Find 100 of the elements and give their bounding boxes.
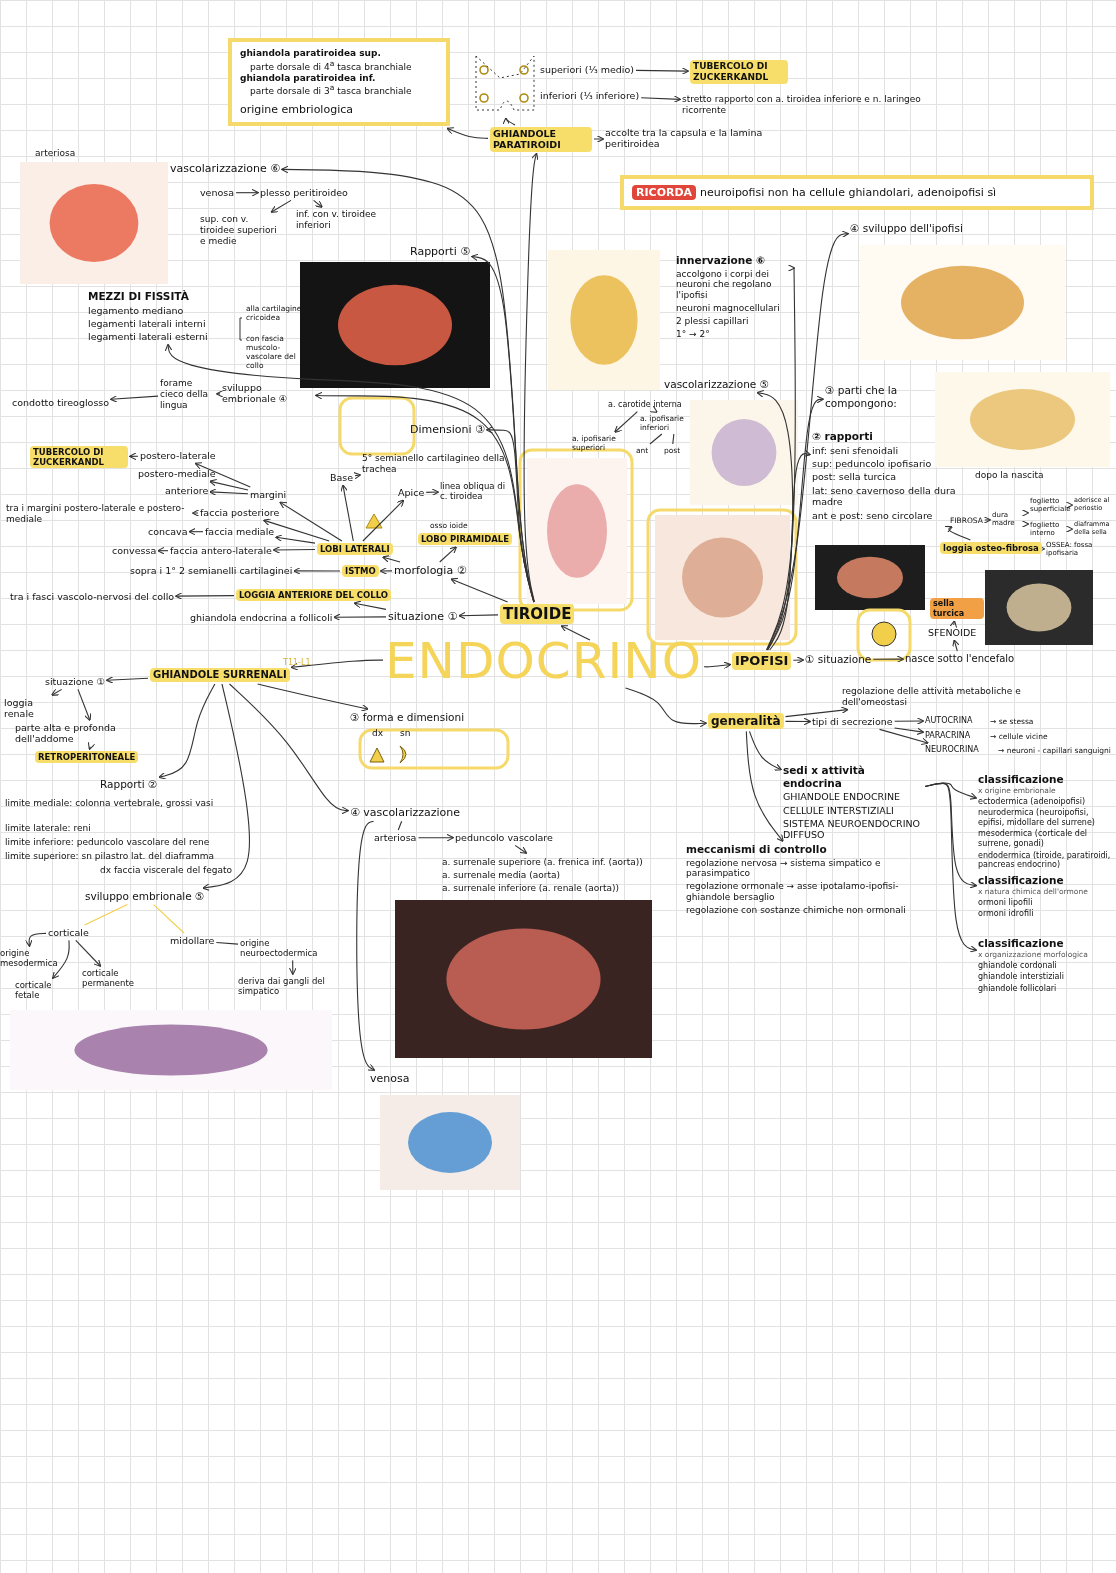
text-label: situazione ① <box>388 610 458 624</box>
arrow <box>353 472 362 480</box>
heading-label: classificazione <box>978 874 1065 887</box>
list-item: neuroni magnocellulari <box>676 303 781 314</box>
text-label: ③ forma e dimensioni <box>350 711 465 724</box>
arrow <box>290 659 384 671</box>
arrow <box>769 449 812 651</box>
text-label: stretto rapporto con a. tiroidea inferiore e n. laringeo ricorrente <box>682 94 944 116</box>
list-item: limite mediale: colonna vertebrale, grossi vasi <box>5 798 215 809</box>
list-item: CELLULE INTERSTIZIALI <box>783 804 895 816</box>
text-label: Rapporti ⑤ <box>410 245 471 259</box>
arrow <box>1066 526 1073 532</box>
highlighted-label: LOGGIA ANTERIORE DEL COLLO <box>236 589 391 602</box>
note-label: T11-L1 <box>283 658 312 668</box>
arrow <box>784 706 849 718</box>
arrow <box>766 266 798 651</box>
text-label: arteriosa <box>35 148 77 159</box>
arrow <box>362 499 405 542</box>
list-item: a. surrenale inferiore (a. renale (aorta)) <box>442 882 621 894</box>
arrow <box>417 833 455 842</box>
text-label: tipi di secrezione <box>812 716 893 728</box>
list-item: mesodermica (corticale del surrene, gonadi) <box>978 829 1089 849</box>
text-label: peduncolo vascolare <box>455 832 553 844</box>
arrow <box>523 152 539 603</box>
arrow <box>293 567 341 575</box>
arrow <box>229 683 350 815</box>
text-label: ④ sviluppo dell'ipofisi <box>850 222 963 235</box>
connector-line <box>215 941 239 945</box>
text-label: forame cieco della lingua <box>160 378 215 411</box>
arrow <box>87 741 96 751</box>
list-item: 2 plessi capillari <box>676 315 750 327</box>
arrow <box>270 199 292 213</box>
list-item: legamento mediano <box>88 304 185 316</box>
list-heading: ghiandola paratiroidea inf. <box>240 72 377 84</box>
text-label: arteriosa <box>374 832 417 844</box>
highlighted-label: TUBERCOLO DI ZUCKERKANDL <box>690 60 788 84</box>
arrow <box>703 661 732 670</box>
title-text: ENDOCRINO <box>385 636 702 686</box>
arrow <box>353 600 387 610</box>
arrow <box>313 199 323 208</box>
text-label: parte alta e profonda dell'addome <box>15 722 175 745</box>
arrow <box>340 484 354 542</box>
highlighted-label: IPOFISI <box>732 652 792 670</box>
highlighted-label: RICORDA <box>632 185 697 201</box>
connector-line <box>397 820 403 831</box>
arrow <box>51 939 70 980</box>
caption-label: dopo la nascita <box>975 470 1045 481</box>
text-label: situazione ① <box>45 676 105 688</box>
text-label: sn <box>400 728 412 739</box>
list-item: ghiandole interstiziali <box>978 972 1065 982</box>
text-label: linea obliqua di c. tiroidea <box>440 481 512 502</box>
arrow <box>792 656 805 664</box>
text-label: ③ parti che la compongono: <box>825 384 935 410</box>
arrow <box>560 625 591 641</box>
text-label: corticale fetale <box>15 980 70 1001</box>
arrow <box>215 390 224 398</box>
text-label: regolazione delle attività metaboliche e dell'omeostasi <box>842 686 1077 708</box>
connector-line <box>84 904 128 926</box>
text-label: corticale <box>48 927 89 939</box>
text-label: plesso peritiroideo <box>260 187 348 199</box>
highlighted-label: LOBO PIRAMIDALE <box>418 533 512 546</box>
text-label: tra i fasci vascolo-nervosi del collo <box>10 591 175 603</box>
text-label: margini <box>250 489 287 501</box>
highlighted-label: TUBERCOLO DI ZUCKERKANDL <box>30 446 128 469</box>
text-label: vascolarizzazione ⑤ <box>664 378 770 391</box>
list-item: limite laterale: reni <box>5 823 92 834</box>
arrow <box>257 683 369 712</box>
text-label: condotto tireoglosso <box>12 397 110 409</box>
text-label: vascolarizzazione ⑥ <box>170 162 281 176</box>
arrow <box>745 730 784 843</box>
arrow <box>191 509 200 517</box>
arrow <box>275 534 316 544</box>
arrow <box>872 655 905 663</box>
text-label: venosa <box>200 187 235 199</box>
heading-label: sedi x attività endocrina <box>783 764 866 790</box>
highlighted-label: GHIANDOLE SURRENALI <box>150 668 290 682</box>
highlighted-label: RETROPERITONEALE <box>35 751 139 764</box>
arrow <box>894 727 925 736</box>
list-item: ectodermica (adenoipofisi) <box>978 796 1087 807</box>
text-label: ① situazione <box>805 653 872 666</box>
text-label: concava <box>148 526 188 538</box>
arrow <box>209 479 249 491</box>
text-label: Rapporti ② <box>100 778 158 791</box>
list-item: neurodermica (neuroipofisi, epifisi, midollare del surrene) <box>978 808 1096 828</box>
highlighted-label: sella turcica <box>930 598 984 620</box>
list-item: SISTEMA NEUROENDOCRINO DIFFUSO <box>783 817 922 841</box>
text-label: venosa <box>370 1072 410 1086</box>
arrow <box>105 676 149 684</box>
highlighted-label: ISTMO <box>342 565 379 578</box>
arrow <box>514 844 528 854</box>
text-label: faccia mediale <box>205 526 275 538</box>
arrow <box>983 516 992 524</box>
list-item: sup: peduncolo ipofisario <box>812 458 933 470</box>
list-item: post: sella turcica <box>812 471 897 483</box>
arrow <box>1066 502 1073 508</box>
arrow <box>279 501 343 542</box>
arrow <box>188 527 204 536</box>
arrow <box>450 577 509 603</box>
list-item: parte dorsale di 3$^{a}$ tasca branchiale <box>250 83 413 98</box>
arrow <box>439 546 458 563</box>
